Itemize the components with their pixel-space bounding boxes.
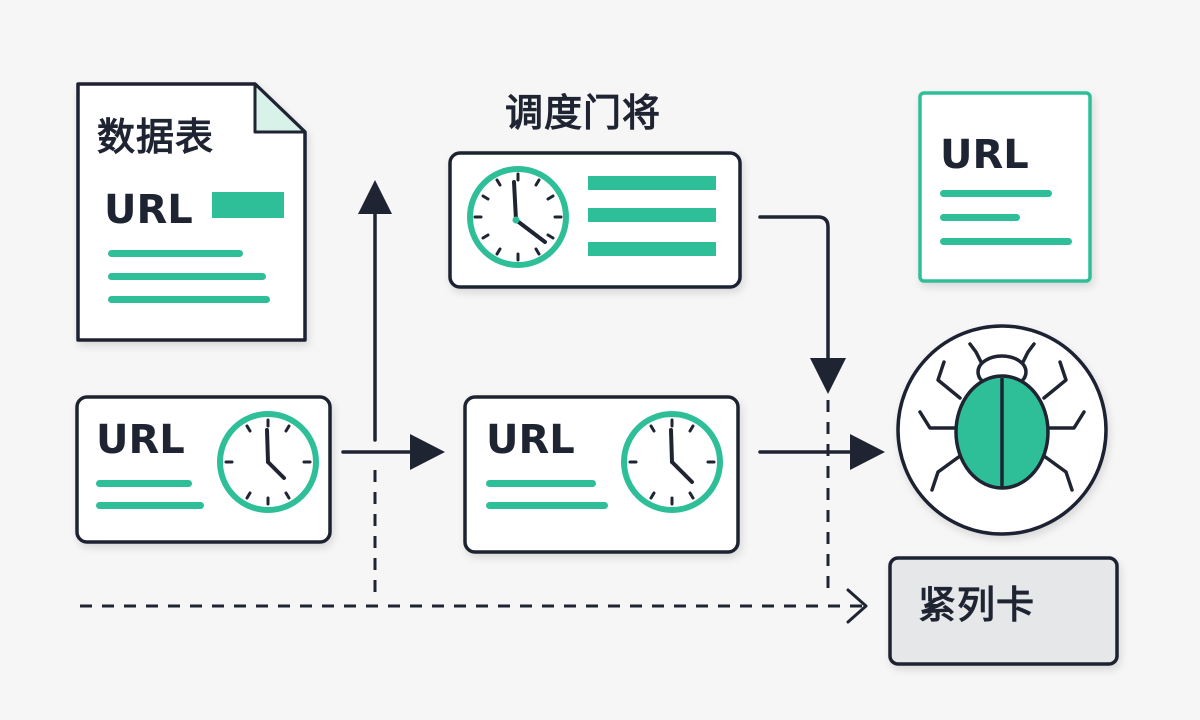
text-line: [940, 190, 1052, 197]
url-card-left: [75, 395, 332, 544]
data-table-url-label: URL: [104, 187, 193, 233]
text-line: [96, 502, 204, 509]
scheduler-card: [448, 151, 742, 289]
text-line: [940, 238, 1072, 245]
clock-icon: [621, 411, 723, 513]
text-line: [486, 480, 596, 487]
text-line: [588, 242, 716, 256]
text-line: [588, 176, 716, 190]
text-line: [108, 273, 266, 280]
data-table-document: [76, 82, 307, 342]
document-corner-fold: [253, 82, 307, 134]
crawler-node: [896, 324, 1108, 536]
dashed-connectors: [80, 400, 862, 608]
text-line: [588, 208, 716, 222]
connectors: [341, 206, 862, 454]
text-line: [96, 480, 192, 487]
arrowhead-right-mid: [410, 434, 445, 470]
data-table-title: 数据表: [97, 115, 215, 159]
clock-icon: [217, 411, 319, 513]
scheduler-title: 调度门将: [505, 91, 662, 135]
text-line: [108, 250, 243, 257]
text-line: [108, 296, 270, 303]
mid-card-url-label: URL: [486, 417, 575, 463]
text-line: [940, 214, 1020, 221]
output-card-url-label: URL: [940, 132, 1029, 178]
priority-queue-title: 紧列卡: [918, 583, 1036, 627]
arrow-scheduler-to-crawler: [758, 215, 830, 362]
dashed-arrowhead: [846, 588, 868, 624]
left-card-url-label: URL: [96, 417, 185, 463]
priority-queue-card: [888, 556, 1119, 666]
bug-icon: [918, 342, 1086, 492]
arrowhead-down: [810, 358, 846, 394]
arrowheads: [358, 180, 885, 470]
arrowhead-right-crawler: [850, 434, 885, 470]
clock-icon: [467, 166, 569, 268]
url-highlight-bar: [212, 192, 284, 218]
arrowhead-up: [358, 180, 392, 214]
output-url-card: [918, 91, 1092, 283]
text-line: [486, 502, 608, 509]
url-card-mid: [463, 395, 740, 554]
